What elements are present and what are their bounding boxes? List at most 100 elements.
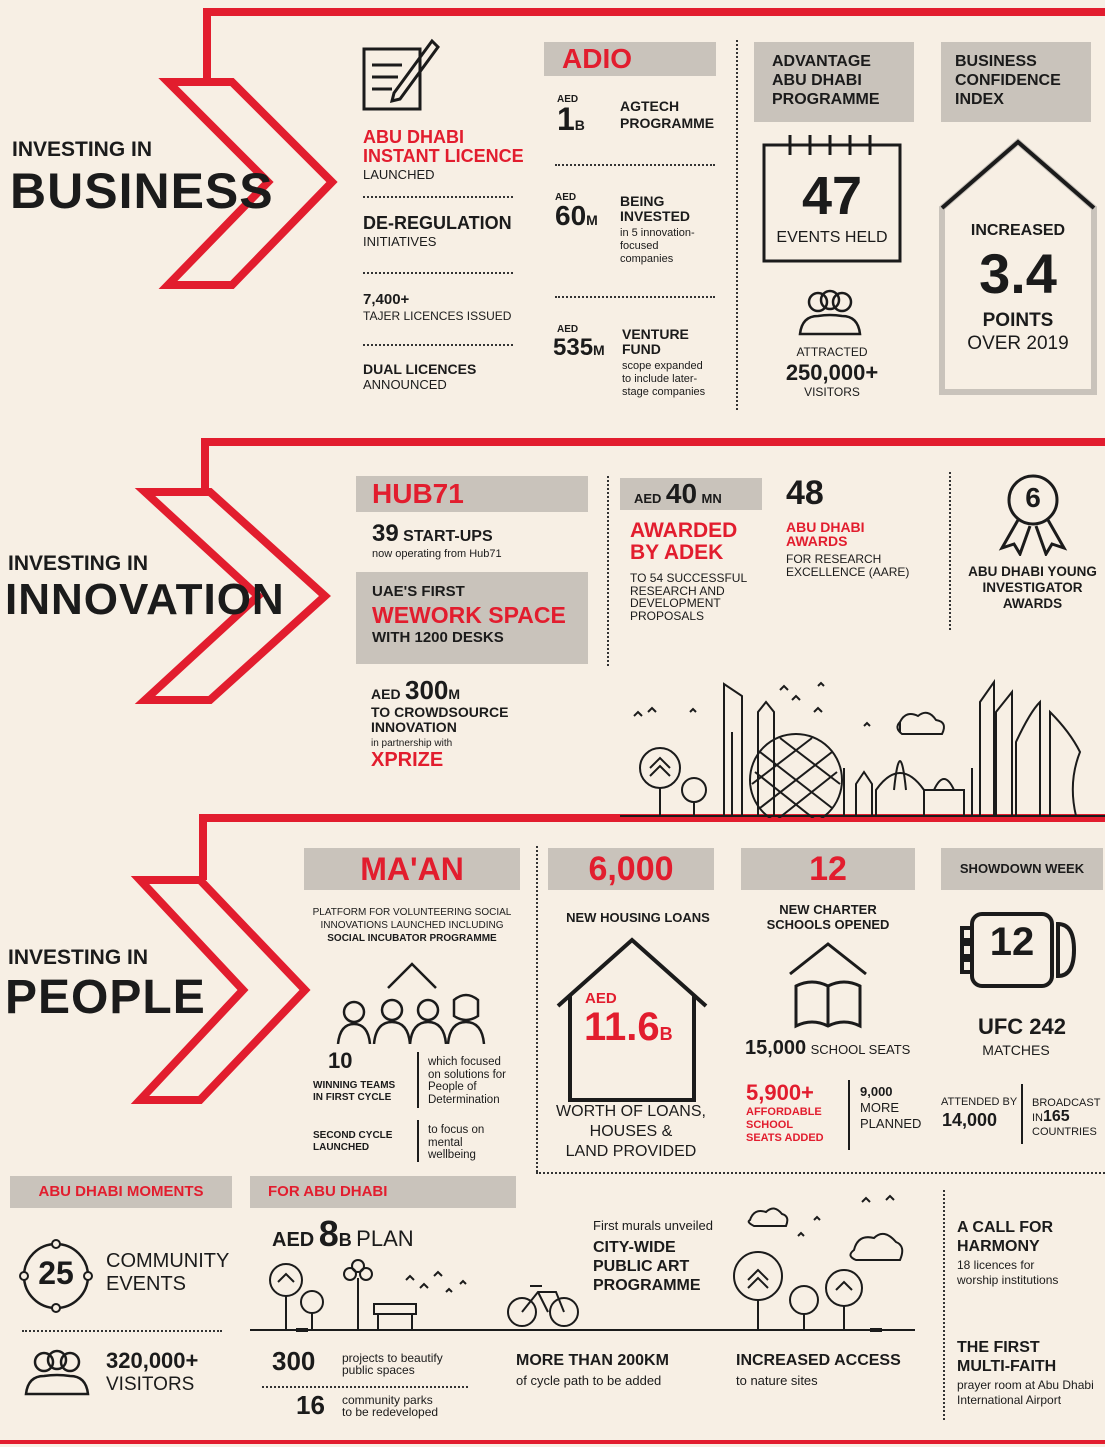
hub71-header: HUB71: [356, 476, 588, 512]
unit: M: [448, 686, 461, 702]
community-circle-icon: [19, 1239, 93, 1313]
nature-access: INCREASED ACCESS to nature sites: [736, 1352, 901, 1388]
adio-item-3: AED 535M: [553, 324, 605, 364]
maan-desc: PLATFORM FOR VOLUNTEERING SOCIAL INNOVAT…: [304, 906, 520, 945]
adio-item-2: AED 60M: [555, 192, 598, 234]
harmony-d2: worship institutions: [957, 1273, 1059, 1287]
advantage-h3: PROGRAMME: [772, 91, 880, 108]
invested-d2: focused: [620, 240, 659, 252]
crowdsource: AED 300M TO CROWDSOURCE INNOVATION in pa…: [371, 675, 508, 772]
hub-sub: now operating from Hub71: [372, 548, 502, 560]
maan-d1: PLATFORM FOR VOLUNTEERING SOCIAL: [312, 907, 512, 918]
venture-d1: scope expanded: [622, 360, 703, 372]
tajer-num: 7,400+: [363, 291, 410, 308]
seats-label: SCHOOL SEATS: [810, 1042, 911, 1057]
moments-visitors-label: VISITORS: [106, 1374, 195, 1395]
projects-desc: projects to beautify public spaces: [342, 1352, 443, 1376]
schools-l2: SCHOOLS OPENED: [766, 917, 890, 932]
business-title: BUSINESS: [10, 163, 274, 219]
wework-l1: UAE'S FIRST: [372, 583, 465, 600]
tajer-sub: TAJER LICENCES ISSUED: [363, 308, 512, 323]
divider: [363, 196, 513, 198]
young-awards-label: ABU DHABI YOUNG INVESTIGATOR AWARDS: [960, 564, 1105, 612]
divider: [555, 296, 715, 298]
unit: B: [659, 1024, 673, 1044]
harmony-l1: A CALL FOR: [957, 1219, 1053, 1236]
advantage-h1: ADVANTAGE: [772, 53, 871, 70]
divider: [607, 476, 609, 666]
broadcast: BROADCAST IN165 COUNTRIES: [1032, 1096, 1100, 1139]
broadcast-label: BROADCAST: [1032, 1097, 1101, 1109]
licence-line2: INSTANT LICENCE: [363, 145, 524, 166]
wework-l3: WITH 1200 DESKS: [372, 628, 504, 646]
amount: 535: [553, 334, 594, 361]
advantage-header: ADVANTAGE ABU DHABI PROGRAMME: [754, 42, 914, 122]
dual-sub: ANNOUNCED: [363, 376, 447, 392]
showdown-count: 12: [989, 920, 1035, 964]
faith-d1: prayer room at Abu Dhabi: [957, 1378, 1094, 1392]
teams-d4: Determination: [428, 1093, 500, 1106]
people-group-icon: [24, 1349, 90, 1396]
divider: [949, 472, 951, 630]
agtech-l1: AGTECH: [620, 98, 680, 114]
murals-pre: First murals unveiled: [593, 1218, 713, 1233]
showdown-header: SHOWDOWN WEEK: [941, 848, 1103, 890]
second-d2: mental: [428, 1136, 463, 1149]
divider: [363, 272, 513, 274]
affordable-l1: AFFORDABLE: [746, 1106, 822, 1118]
young-l2: INVESTIGATOR: [982, 580, 1083, 595]
events-count: 47: [801, 166, 863, 226]
projects-d2: public spaces: [342, 1363, 415, 1377]
crowd-l2: INNOVATION: [371, 718, 457, 735]
park-illustration: [250, 1194, 915, 1332]
attended-label: ATTENDED BY: [941, 1096, 1018, 1108]
confidence-h1: BUSINESS: [955, 53, 1037, 70]
divider: [736, 40, 738, 410]
schools-label: NEW CHARTER SCHOOLS OPENED: [741, 902, 915, 932]
currency: AED: [557, 324, 579, 335]
amount: 300: [405, 675, 449, 705]
hub-startups: 39 START-UPS: [372, 522, 493, 549]
visitors-label: VISITORS: [804, 385, 860, 399]
adek-d2: RESEARCH AND: [630, 583, 725, 598]
venture-d3: stage companies: [622, 386, 706, 398]
plan-label: PLAN: [356, 1226, 414, 1251]
moments-visitors-count: 320,000+: [106, 1348, 199, 1373]
points-label: POINTS: [982, 310, 1054, 331]
second-l2: LAUNCHED: [313, 1142, 370, 1153]
invested-d3: companies: [620, 253, 674, 265]
second-d3: wellbeing: [428, 1149, 476, 1161]
projects-count: 300: [272, 1346, 316, 1376]
agtech-l2: PROGRAMME: [620, 115, 715, 131]
faith-l2: MULTI-FAITH: [957, 1358, 1057, 1375]
aare-d1: FOR RESEARCH: [786, 552, 882, 567]
housing-desc: WORTH OF LOANS, HOUSES & LAND PROVIDED: [548, 1102, 714, 1162]
aare-l1: ABU DHABI: [786, 518, 865, 535]
divider: [536, 1172, 1105, 1174]
divider: [417, 1120, 419, 1162]
visitors-count: 250,000+: [785, 360, 879, 385]
divider: [555, 164, 715, 166]
adio-item-1: AED 1B: [557, 94, 585, 140]
venture-l2: FUND: [622, 341, 661, 357]
events-count: 25: [38, 1255, 74, 1291]
adek-l1: AWARDED: [630, 519, 738, 542]
schools-header: 12: [741, 848, 915, 890]
second-cycle-label: SECOND CYCLE LAUNCHED: [313, 1130, 392, 1154]
faith-d2: International Airport: [957, 1393, 1062, 1407]
currency: AED: [634, 491, 662, 506]
mural-l1: CITY-WIDE: [593, 1239, 676, 1256]
harmony-l2: HARMONY: [957, 1238, 1040, 1255]
unit: B: [574, 117, 585, 133]
mural-programme: CITY-WIDE PUBLIC ART PROGRAMME: [593, 1238, 701, 1295]
teams-desc: which focused on solutions for People of…: [428, 1056, 506, 1106]
dereg-title: DE-REGULATION: [363, 213, 512, 233]
maan-header: MA'AN: [304, 848, 520, 890]
people-group-icon: [798, 289, 862, 336]
parks-count: 16: [296, 1390, 325, 1420]
events-label: EVENTS HELD: [776, 229, 888, 246]
teams-d1: which focused: [428, 1056, 501, 1068]
housing-d2: HOUSES &: [589, 1123, 673, 1140]
projects-d1: projects to beautify: [342, 1351, 443, 1365]
